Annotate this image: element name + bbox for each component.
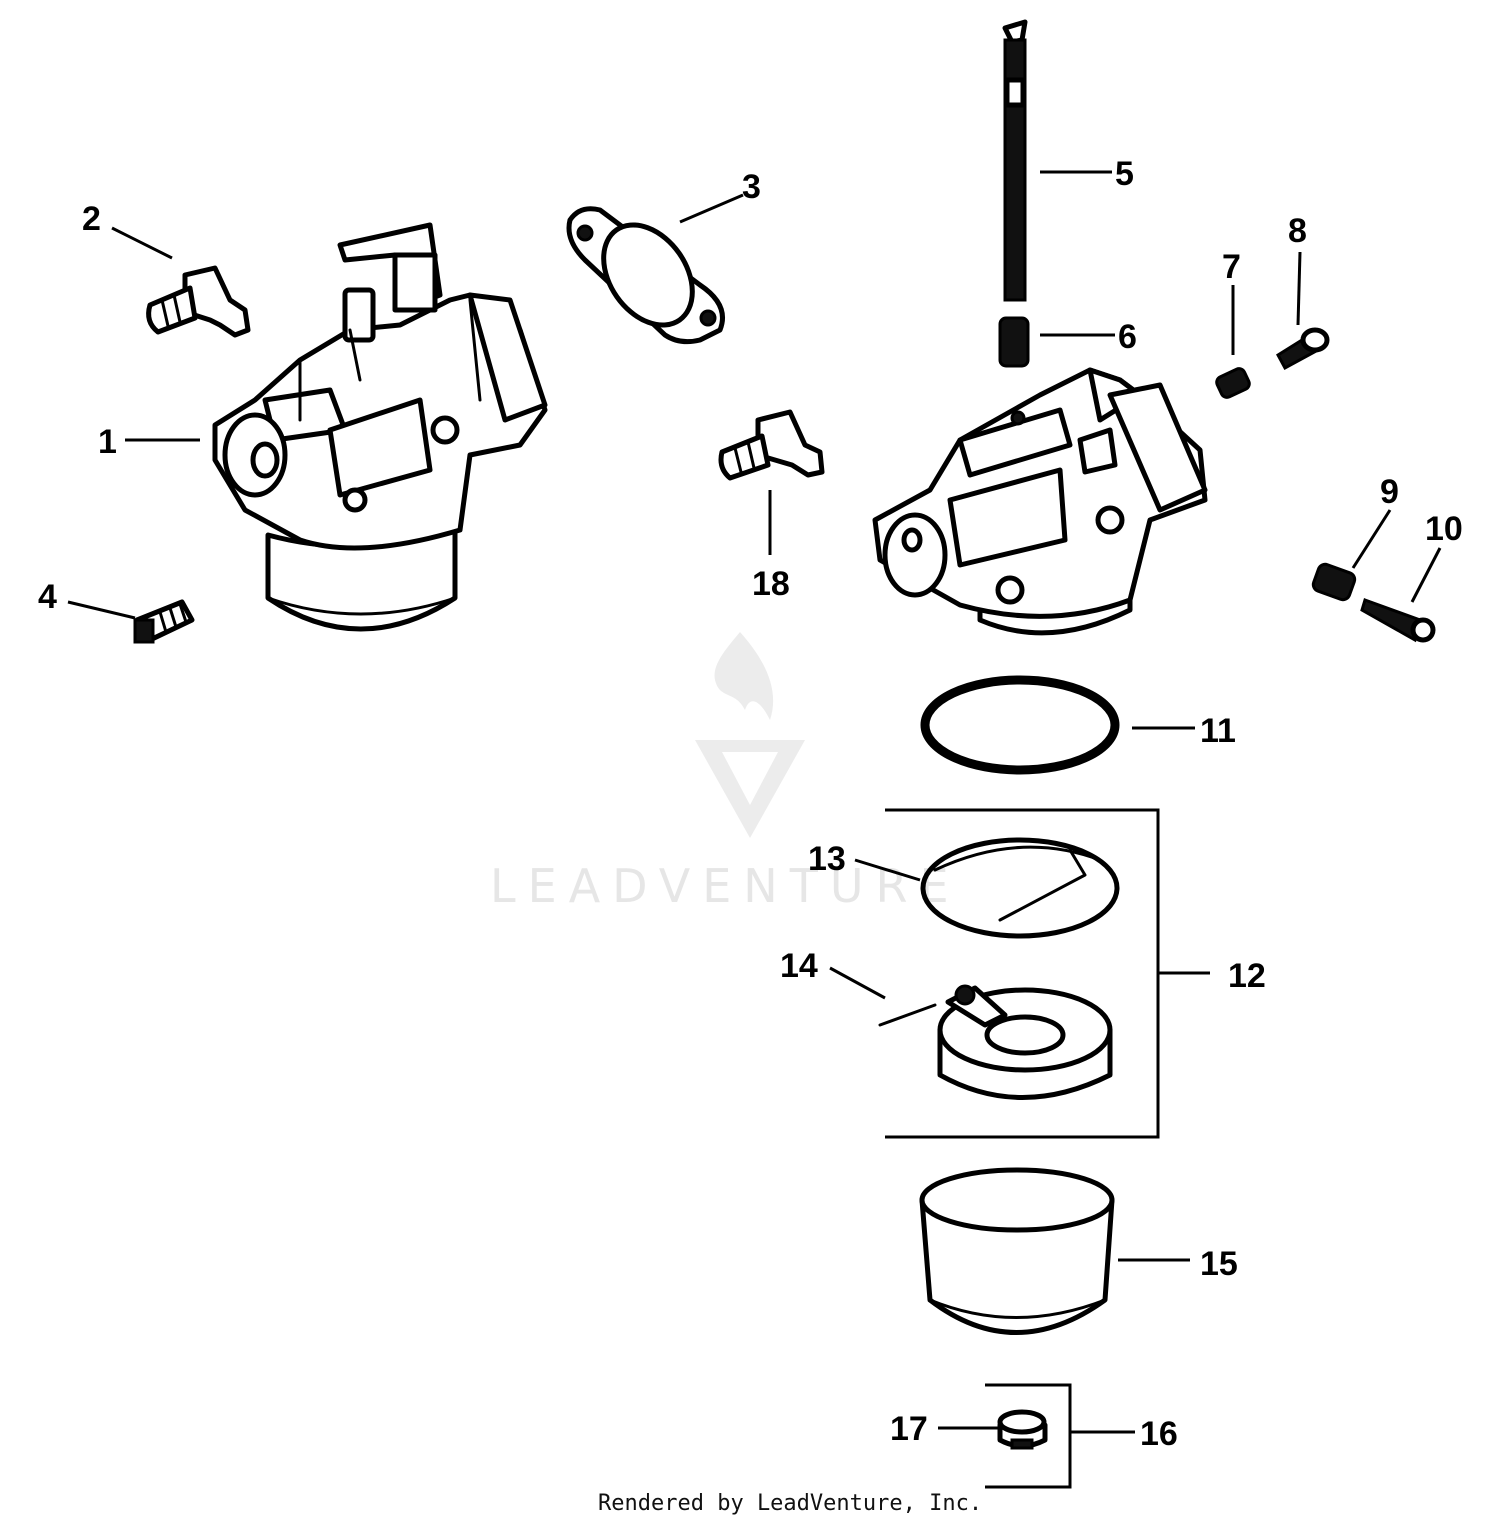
callout-8: 8 — [1288, 212, 1307, 250]
part-18-fuel-elbow-fitting — [718, 409, 825, 481]
part-9-spring — [1311, 562, 1357, 602]
callout-13: 13 — [808, 840, 846, 878]
callout-7: 7 — [1222, 248, 1241, 286]
part-14-float — [878, 984, 1113, 1100]
part-7-spring — [1215, 367, 1251, 399]
part-13-bowl-gasket — [920, 837, 1120, 939]
callout-9: 9 — [1380, 473, 1399, 511]
v-logo-icon — [695, 740, 805, 838]
part-5-shaft — [1002, 19, 1028, 302]
callout-2: 2 — [82, 200, 101, 238]
callout-17: 17 — [890, 1410, 928, 1448]
callout-16: 16 — [1140, 1415, 1178, 1453]
part-8-idle-screw — [1276, 327, 1330, 371]
callout-numbers: 1 2 3 4 5 6 7 8 9 10 11 12 13 14 15 16 1… — [38, 155, 1463, 1453]
part-6-spring — [998, 316, 1030, 368]
part-16-kit-bracket — [985, 1383, 1135, 1489]
callout-11: 11 — [1200, 712, 1236, 750]
part-4-screw — [133, 599, 195, 644]
callout-5: 5 — [1115, 155, 1134, 193]
callout-18: 18 — [752, 565, 790, 603]
part-11-o-ring — [920, 675, 1120, 775]
leader-lines — [67, 170, 1442, 1430]
callout-6: 6 — [1118, 318, 1137, 356]
callout-15: 15 — [1200, 1245, 1238, 1283]
callout-10: 10 — [1425, 510, 1463, 548]
callout-3: 3 — [742, 168, 761, 206]
part-3-gasket — [566, 206, 725, 345]
callout-1: 1 — [98, 423, 117, 461]
right-carburetor-body — [872, 367, 1208, 636]
callout-14: 14 — [780, 947, 818, 985]
flame-logo-icon — [714, 632, 774, 720]
credit-text: Rendered by LeadVenture, Inc. — [598, 1491, 982, 1516]
part-10-needle-screw — [1360, 598, 1436, 643]
part-12-kit-bracket — [885, 808, 1210, 1139]
part-1-carburetor-body — [212, 222, 548, 632]
watermark-text: LEADVENTURE — [490, 859, 961, 913]
part-15-fuel-bowl — [919, 1167, 1115, 1335]
callout-4: 4 — [38, 578, 57, 616]
watermark: LEADVENTURE — [490, 632, 961, 913]
callout-12: 12 — [1228, 957, 1266, 995]
part-17-bowl-nut — [997, 1409, 1048, 1450]
part-2-fuel-elbow-fitting — [146, 265, 251, 338]
